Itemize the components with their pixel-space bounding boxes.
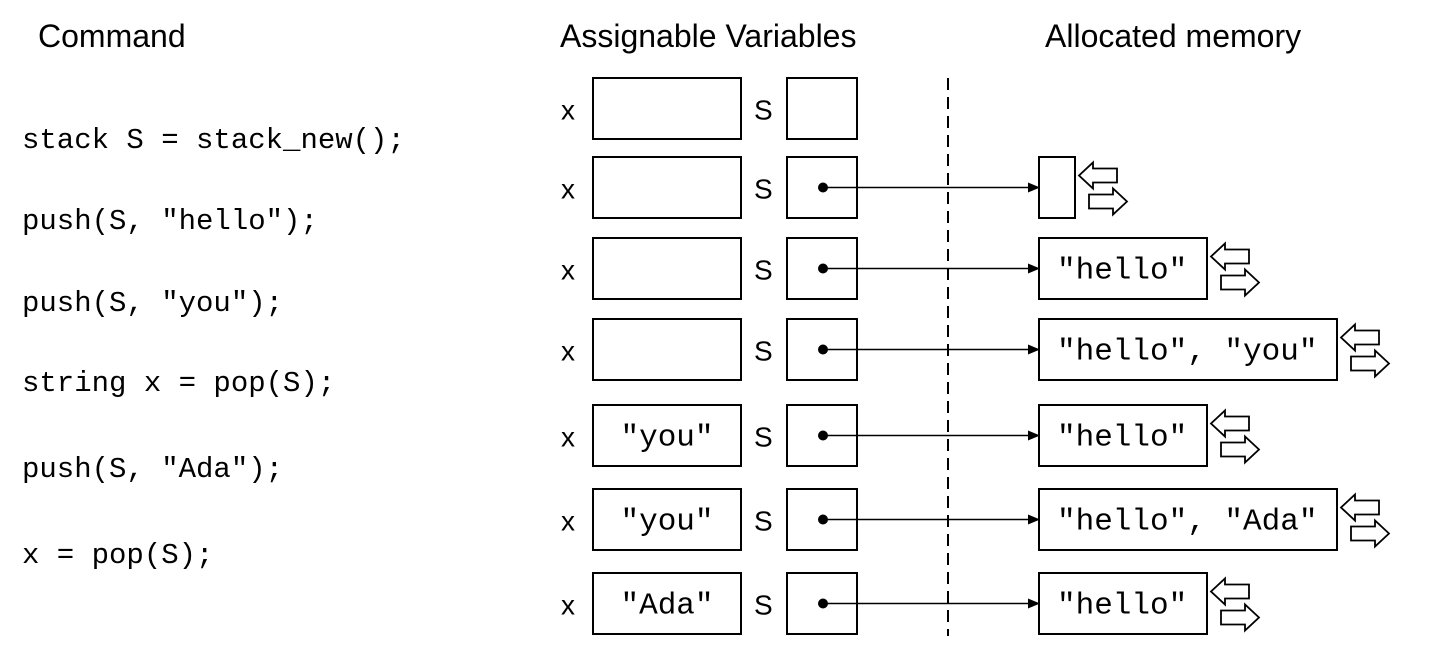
- s-variable-label: S: [754, 336, 773, 367]
- pop-arrow-icon: [1350, 348, 1391, 379]
- s-variable-label: S: [754, 255, 773, 286]
- push-arrow-icon: [1339, 322, 1380, 353]
- x-variable-label: x: [561, 95, 575, 126]
- state-row: push(S, "hello"); x S: [22, 156, 1129, 238]
- state-row: push(S, "you"); x S "hello": [22, 237, 1261, 320]
- x-variable-label: x: [561, 422, 575, 453]
- s-variable-label: S: [754, 590, 773, 621]
- memory-stack-box: [1038, 156, 1076, 219]
- x-variable-label: x: [561, 174, 575, 205]
- x-variable-label: x: [561, 506, 575, 537]
- state-row: x "Ada" S "hello": [561, 572, 1261, 635]
- x-variable-box: [592, 488, 742, 551]
- s-variable-label: S: [754, 422, 773, 453]
- memory-stack-box: [1038, 237, 1208, 300]
- command-line: stack S = stack_new();: [22, 124, 405, 157]
- command-line: x = pop(S);: [22, 539, 213, 572]
- push-pop-arrows-icon: [1209, 408, 1261, 465]
- push-arrow-icon: [1209, 576, 1250, 607]
- x-variable-box: [592, 572, 742, 635]
- command-line: push(S, "hello");: [22, 205, 318, 238]
- state-row: stack S = stack_new(); x S: [22, 77, 858, 157]
- s-variable-box: [786, 77, 858, 140]
- command-line: string x = pop(S);: [22, 367, 335, 400]
- memory-stack-contents: "hello": [1057, 254, 1187, 289]
- memory-stack-contents: "hello": [1057, 589, 1187, 624]
- x-variable-value: "Ada": [620, 589, 713, 624]
- pop-arrow-icon: [1220, 602, 1261, 633]
- pop-arrow-icon: [1220, 267, 1261, 298]
- memory-stack-contents: "hello": [1057, 421, 1187, 456]
- x-variable-box: [592, 237, 742, 300]
- push-arrow-icon: [1209, 241, 1250, 272]
- memory-stack-box: [1038, 572, 1208, 635]
- memory-stack-box: [1038, 488, 1338, 551]
- x-variable-label: x: [561, 255, 575, 286]
- s-variable-label: S: [754, 506, 773, 537]
- push-pop-arrows-icon: [1209, 576, 1261, 633]
- memory-stack-box: [1038, 404, 1208, 467]
- state-row: push(S, "Ada"); x "you" S "hello": [22, 404, 1261, 486]
- x-variable-label: x: [561, 590, 575, 621]
- push-arrow-icon: [1339, 492, 1380, 523]
- pop-arrow-icon: [1350, 518, 1391, 549]
- push-pop-arrows-icon: [1077, 160, 1129, 217]
- pop-arrow-icon: [1220, 434, 1261, 465]
- command-header: Command: [38, 18, 186, 54]
- x-variable-value: "you": [620, 505, 713, 540]
- memory-stack-contents: "hello", "Ada": [1057, 505, 1317, 540]
- x-variable-box: [592, 318, 742, 381]
- variables-header: Assignable Variables: [560, 18, 856, 54]
- command-line: push(S, "Ada");: [22, 453, 283, 486]
- push-arrow-icon: [1209, 408, 1250, 439]
- memory-header: Allocated memory: [1045, 18, 1301, 54]
- pop-arrow-icon: [1088, 186, 1129, 217]
- x-variable-value: "you": [620, 421, 713, 456]
- x-variable-box: [592, 77, 742, 140]
- memory-stack-contents: "hello", "you": [1057, 335, 1317, 370]
- state-row: string x = pop(S); x S "hello", "you": [22, 318, 1391, 400]
- memory-stack-box: [1038, 318, 1338, 381]
- state-row: x = pop(S); x "you" S "hello", "Ada": [22, 488, 1391, 572]
- push-arrow-icon: [1077, 160, 1118, 191]
- x-variable-box: [592, 404, 742, 467]
- s-variable-label: S: [754, 95, 773, 126]
- push-pop-arrows-icon: [1339, 492, 1391, 549]
- s-variable-label: S: [754, 174, 773, 205]
- x-variable-label: x: [561, 336, 575, 367]
- push-pop-arrows-icon: [1339, 322, 1391, 379]
- push-pop-arrows-icon: [1209, 241, 1261, 298]
- x-variable-box: [592, 156, 742, 219]
- command-line: push(S, "you");: [22, 287, 283, 320]
